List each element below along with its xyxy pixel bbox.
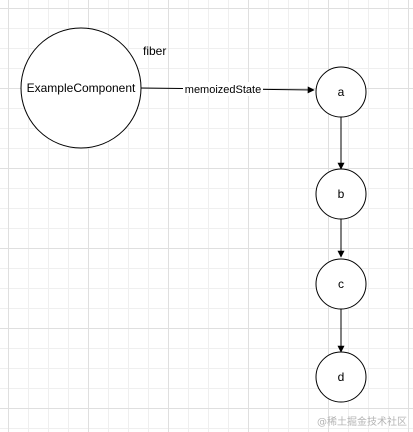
node-label-d: d [338, 370, 345, 384]
node-label-b: b [338, 187, 345, 201]
node-d: d [315, 351, 367, 403]
node-circle-d [315, 351, 367, 403]
node-example-component: ExampleComponent [20, 27, 142, 149]
watermark: @稀土掘金技术社区 [317, 417, 407, 428]
node-label-c: c [338, 277, 344, 291]
node-label-example-component: ExampleComponent [27, 81, 136, 95]
node-c: c [315, 258, 367, 310]
node-label-a: a [338, 85, 345, 99]
node-circle-example-component [20, 27, 142, 149]
node-b: b [315, 168, 367, 220]
node-circle-c [315, 258, 367, 310]
node-a: a [315, 66, 367, 118]
edge-label-memoizedstate: memoizedState [185, 84, 261, 96]
fiber-annotation: fiber [143, 44, 167, 58]
edge-example-to-a: memoizedState [140, 82, 315, 96]
edge-label-background [183, 82, 263, 96]
node-circle-a [315, 66, 367, 118]
node-circle-b [315, 168, 367, 220]
